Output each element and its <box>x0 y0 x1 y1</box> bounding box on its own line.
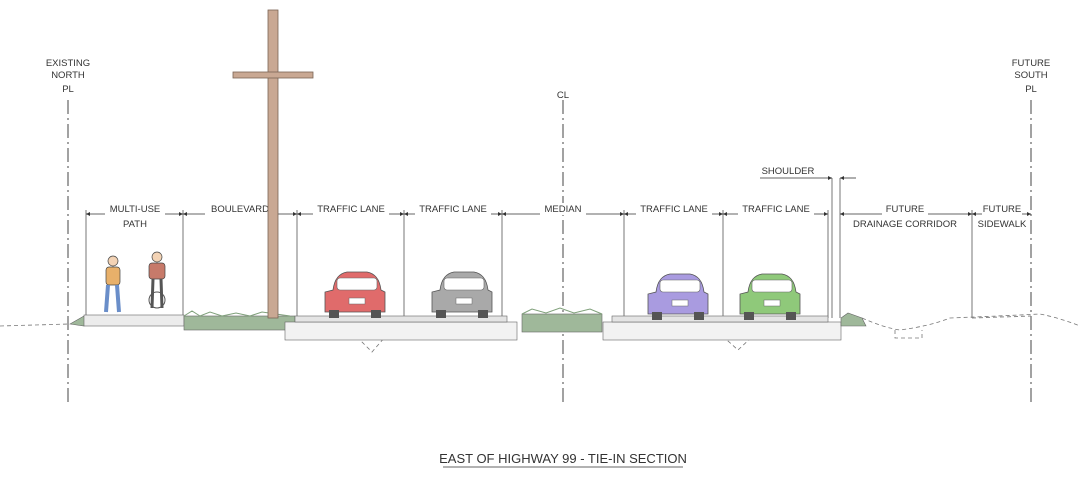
south-label-2: SOUTH <box>1014 70 1047 81</box>
south-pavement <box>611 315 829 323</box>
label-drainage-corridor: DRAINAGE CORRIDOR <box>853 219 957 230</box>
pole-shaft <box>267 9 279 319</box>
label-traffic-lane-3: TRAFFIC LANE <box>640 204 708 215</box>
label-sidewalk: SIDEWALK <box>978 219 1027 230</box>
label-shoulder: SHOULDER <box>762 166 815 177</box>
reference-lines <box>67 100 1032 405</box>
label-future-sidewalk-1: FUTURE <box>983 204 1022 215</box>
segment-boundaries <box>85 178 973 318</box>
diagram-title: EAST OF HIGHWAY 99 - TIE-IN SECTION <box>439 451 687 466</box>
south-pl-symbol: PL <box>1025 84 1037 95</box>
ground-surfaces <box>69 307 1032 341</box>
centerline-symbol: CL <box>557 90 569 101</box>
car-gray <box>431 271 493 318</box>
car-purple <box>647 273 709 320</box>
label-multi-use: MULTI-USE <box>110 204 161 215</box>
utility-pole <box>232 9 314 319</box>
property-line-labels: EXISTING NORTH PL CL FUTURE SOUTH PL <box>46 58 1050 101</box>
north-slope <box>69 315 87 327</box>
north-label-2: NORTH <box>51 70 85 81</box>
label-boulevard: BOULEVARD <box>211 204 269 215</box>
north-pavement <box>294 315 508 323</box>
label-path: PATH <box>123 219 147 230</box>
label-traffic-lane-2: TRAFFIC LANE <box>419 204 487 215</box>
label-median: MEDIAN <box>545 204 582 215</box>
south-pavement-base <box>602 321 842 341</box>
south-label-1: FUTURE <box>1012 58 1051 69</box>
label-traffic-lane-1: TRAFFIC LANE <box>317 204 385 215</box>
pole-crossarm <box>232 71 314 79</box>
multi-use-path-surface <box>83 314 185 327</box>
label-traffic-lane-4: TRAFFIC LANE <box>742 204 810 215</box>
label-future-drainage-1: FUTURE <box>886 204 925 215</box>
segment-labels: MULTI-USE PATH BOULEVARD TRAFFIC LANE TR… <box>105 166 1027 230</box>
pedestrian-walking <box>104 255 121 313</box>
cars <box>324 271 801 320</box>
car-red <box>324 271 386 318</box>
sidewalk-future <box>971 315 1032 319</box>
median-grass <box>521 313 603 333</box>
north-pavement-base <box>284 321 518 341</box>
cyclist <box>148 251 166 309</box>
north-pl-symbol: PL <box>62 84 74 95</box>
south-slope <box>840 312 867 327</box>
north-label-1: EXISTING <box>46 58 90 69</box>
car-green <box>739 273 801 320</box>
